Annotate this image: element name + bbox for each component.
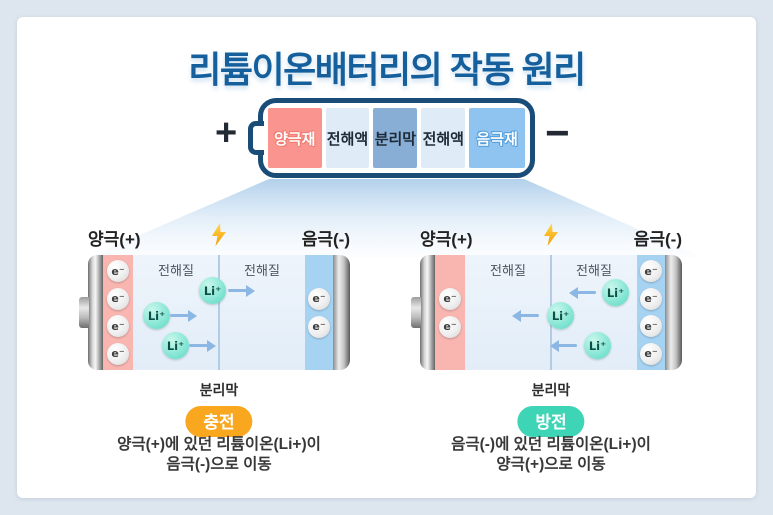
discharge-description: 음극(-)에 있던 리튬이온(Li+)이 양극(+)으로 이동 (400, 435, 702, 475)
battery-cap-left (88, 255, 103, 370)
charge-anode-strip: e⁻ e⁻ (305, 255, 333, 370)
arrow-right-icon (189, 339, 216, 352)
electron-icon: e⁻ (107, 342, 129, 365)
charge-header: 양극(+) 음극(-) (88, 222, 350, 250)
discharge-description-line2: 양극(+)으로 이동 (496, 455, 606, 473)
electron-icon: e⁻ (640, 287, 662, 310)
lithium-ion-icon: Li⁺ (547, 302, 574, 329)
segment-electrolyte-left: 전해액 (325, 108, 370, 168)
battery-terminal-nub (79, 297, 89, 328)
charge-badge: 충전 (185, 406, 253, 437)
discharge-battery-graphic: e⁻ e⁻ 전해질 전해질 Li⁺ Li⁺ Li⁺ e⁻ e⁻ e⁻ e⁻ (411, 255, 682, 370)
discharge-negative-electrode-label: 음극(-) (633, 230, 682, 249)
electron-icon: e⁻ (107, 287, 129, 310)
page-title: 리튬이온배터리의 작동 원리 (188, 49, 586, 90)
discharge-diagram: 양극(+) 음극(-) e⁻ e⁻ 전해질 전해질 Li⁺ (411, 222, 682, 477)
arrow-left-icon (512, 309, 539, 322)
charge-electrolyte-body: 전해질 전해질 Li⁺ Li⁺ Li⁺ (133, 255, 305, 370)
electron-icon: e⁻ (439, 315, 461, 338)
charge-positive-electrode-label: 양극(+) (88, 230, 141, 249)
charge-negative-electrode-label: 음극(-) (301, 230, 350, 249)
electron-icon: e⁻ (107, 315, 129, 338)
separator-label: 분리막 (199, 382, 239, 398)
charge-description-line2: 음극(-)으로 이동 (166, 455, 272, 473)
electron-icon: e⁻ (640, 315, 662, 338)
charge-description: 양극(+)에 있던 리튬이온(Li+)이 음극(-)으로 이동 (68, 435, 370, 475)
discharge-description-line1: 음극(-)에 있던 리튬이온(Li+)이 (451, 436, 651, 453)
electrolyte-label: 전해질 (490, 263, 526, 278)
electron-icon: e⁻ (308, 315, 330, 338)
lithium-ion-icon: Li⁺ (584, 332, 611, 359)
battery-terminal-nub (411, 297, 421, 328)
discharge-badge: 방전 (517, 406, 585, 437)
battery-cap-right (333, 255, 350, 370)
lithium-ion-icon: Li⁺ (199, 277, 226, 304)
arrow-left-icon (550, 339, 577, 352)
segment-separator: 분리막 (373, 108, 418, 168)
discharge-header: 양극(+) 음극(-) (420, 222, 682, 250)
separator-line (218, 255, 220, 370)
lithium-ion-icon: Li⁺ (143, 302, 170, 329)
segment-electrolyte-right: 전해액 (421, 108, 466, 168)
infographic-card: 리튬이온배터리의 작동 원리 + 양극재 전해액 분리막 전해액 음극재 − 양… (17, 17, 756, 498)
lithium-ion-icon: Li⁺ (602, 279, 629, 306)
segment-anode-material: 음극재 (469, 108, 525, 168)
battery-terminal-nub (248, 121, 264, 155)
plus-terminal-label: + (215, 112, 238, 154)
battery-cap-left (420, 255, 435, 370)
discharge-electrolyte-body: 전해질 전해질 Li⁺ Li⁺ Li⁺ (465, 255, 637, 370)
funnel-highlight (89, 179, 701, 257)
electrolyte-label: 전해질 (244, 263, 280, 278)
lithium-ion-icon: Li⁺ (162, 332, 189, 359)
electron-icon: e⁻ (640, 342, 662, 365)
battery-structure-diagram: 양극재 전해액 분리막 전해액 음극재 (248, 98, 535, 178)
charge-battery-graphic: e⁻ e⁻ e⁻ e⁻ 전해질 전해질 Li⁺ Li⁺ Li⁺ e⁻ e⁻ (79, 255, 350, 370)
electron-icon: e⁻ (439, 287, 461, 310)
separator-label: 분리막 (531, 382, 571, 398)
electron-icon: e⁻ (308, 287, 330, 310)
electrolyte-label: 전해질 (158, 263, 194, 278)
arrow-right-icon (170, 309, 197, 322)
charge-cathode-strip: e⁻ e⁻ e⁻ e⁻ (103, 255, 133, 370)
electron-icon: e⁻ (107, 260, 129, 283)
arrow-left-icon (569, 286, 596, 299)
segment-cathode-material: 양극재 (268, 108, 322, 168)
charge-diagram: 양극(+) 음극(-) e⁻ e⁻ e⁻ e⁻ 전해질 전해질 (79, 222, 350, 477)
charge-description-line1: 양극(+)에 있던 리튬이온(Li+)이 (117, 436, 321, 453)
discharge-cathode-strip: e⁻ e⁻ (435, 255, 465, 370)
discharge-positive-electrode-label: 양극(+) (420, 230, 473, 249)
arrow-right-icon (228, 284, 255, 297)
discharge-anode-strip: e⁻ e⁻ e⁻ e⁻ (637, 255, 665, 370)
battery-cap-right (665, 255, 682, 370)
lightning-icon (544, 223, 558, 246)
minus-terminal-label: − (545, 109, 570, 156)
electrolyte-label: 전해질 (576, 263, 612, 278)
electron-icon: e⁻ (640, 260, 662, 283)
lightning-icon (212, 223, 226, 246)
